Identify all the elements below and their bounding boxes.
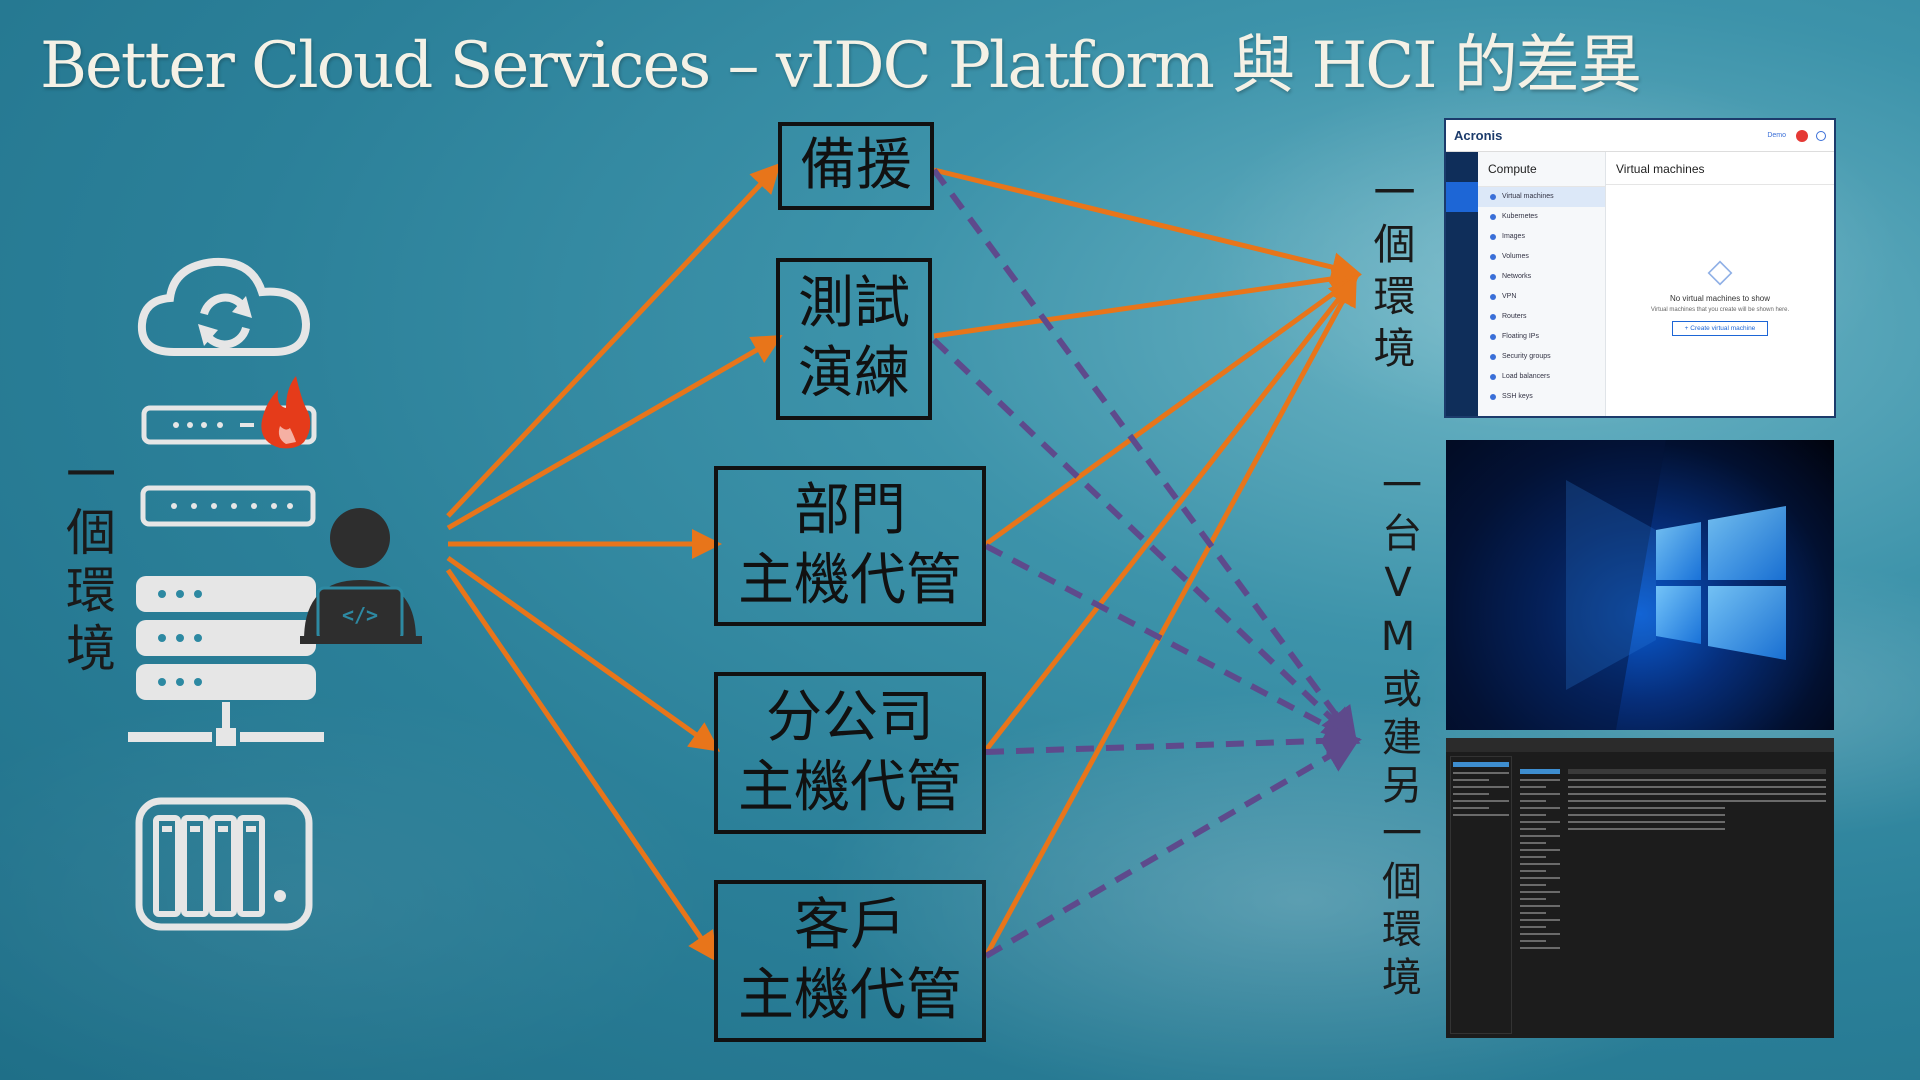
arrow-test-to-env — [933, 263, 1362, 339]
proxmox-topbar — [1446, 738, 1834, 752]
acronis-menu-item: Images — [1478, 227, 1605, 247]
page-title: Better Cloud Services – vIDC Platform 與 … — [40, 29, 1642, 103]
acronis-logo: Acronis — [1454, 128, 1503, 143]
acronis-main: Virtual machines No virtual machines to … — [1606, 152, 1834, 416]
windows-desktop-screenshot — [1446, 440, 1834, 730]
acronis-screenshot: Acronis Demo Compute Virtual machines Ku… — [1444, 118, 1836, 418]
nas-icon — [135, 797, 313, 931]
box-customer-label-2: 主機代管 — [738, 963, 962, 1028]
acronis-empty-title: No virtual machines to show — [1669, 294, 1771, 303]
acronis-menu-item: Routers — [1478, 307, 1605, 327]
box-customer-hosting: 客戶 主機代管 — [714, 880, 986, 1042]
box-branch-label-2: 主機代管 — [738, 755, 962, 820]
box-backup: 備援 — [778, 122, 934, 210]
box-test-label-1: 測試 — [798, 271, 910, 336]
proxmox-screenshot — [1446, 738, 1834, 1038]
acronis-menu-item: Floating IPs — [1478, 327, 1605, 347]
bell-icon — [1796, 129, 1808, 142]
acronis-menu-item: Load balancers — [1478, 367, 1605, 387]
acronis-header: Acronis Demo — [1446, 120, 1834, 152]
arrow-customer-to-vm — [984, 737, 1361, 959]
acronis-menu-item: Volumes — [1478, 247, 1605, 267]
box-test-drill: 測試 演練 — [776, 258, 932, 420]
acronis-menu-item: Security groups — [1478, 347, 1605, 367]
server-rack-icon — [128, 576, 324, 746]
arrow-customer-to-env — [983, 275, 1357, 958]
arrow-dept-to-env — [984, 274, 1361, 547]
arrow-to-customer — [445, 568, 718, 963]
right-bottom-label: 一台VM或建另一個環境 — [1375, 464, 1421, 1004]
box-customer-label-1: 客戶 — [794, 893, 906, 958]
developer-icon: </> — [300, 508, 422, 644]
arrow-test-to-vm — [931, 337, 1359, 745]
acronis-sidebar: Compute Virtual machines Kubernetes Imag… — [1478, 152, 1606, 416]
box-department-hosting: 部門 主機代管 — [714, 466, 986, 626]
box-test-label-2: 演練 — [798, 341, 910, 406]
acronis-page-title: Virtual machines — [1606, 162, 1834, 185]
svg-text:</>: </> — [342, 603, 378, 627]
user-icon — [1816, 130, 1826, 141]
acronis-rail — [1446, 152, 1478, 416]
arrow-branch-to-vm — [985, 722, 1362, 759]
proxmox-resource-grid — [1566, 764, 1828, 884]
acronis-menu-item: SSH keys — [1478, 387, 1605, 407]
windows-logo-icon — [1446, 440, 1786, 730]
arrow-to-branch — [446, 555, 721, 752]
firewall-icon — [141, 376, 317, 449]
arrow-dept-to-vm — [984, 543, 1361, 744]
acronis-account: Demo — [1767, 132, 1786, 139]
box-backup-label: 備援 — [800, 133, 912, 198]
box-branch-hosting: 分公司 主機代管 — [714, 672, 986, 834]
arrow-backup-to-vm — [931, 168, 1358, 744]
arrow-branch-to-env — [984, 274, 1359, 752]
create-vm-button: + Create virtual machine — [1671, 321, 1769, 336]
proxmox-tree — [1450, 756, 1512, 1034]
acronis-menu-item: Networks — [1478, 267, 1605, 287]
proxmox-nav — [1518, 764, 1562, 1034]
acronis-menu-item: Kubernetes — [1478, 207, 1605, 227]
cloud-sync-icon — [137, 257, 311, 356]
left-label: 一個環境 — [58, 448, 116, 680]
acronis-menu-item: Virtual machines — [1478, 187, 1605, 207]
arrow-backup-to-env — [933, 167, 1362, 282]
arrow-to-backup — [446, 162, 781, 518]
box-dept-label-2: 主機代管 — [738, 548, 962, 613]
arrow-to-test — [446, 335, 783, 531]
acronis-menu-item: VPN — [1478, 287, 1605, 307]
box-branch-label-1: 分公司 — [766, 685, 934, 750]
right-top-label: 一個環境 — [1367, 170, 1416, 378]
cube-icon — [1707, 260, 1733, 286]
box-dept-label-1: 部門 — [794, 478, 906, 543]
acronis-empty-sub: Virtual machines that you create will be… — [1650, 307, 1790, 313]
switch-icon — [140, 485, 316, 527]
acronis-section: Compute — [1478, 152, 1605, 187]
